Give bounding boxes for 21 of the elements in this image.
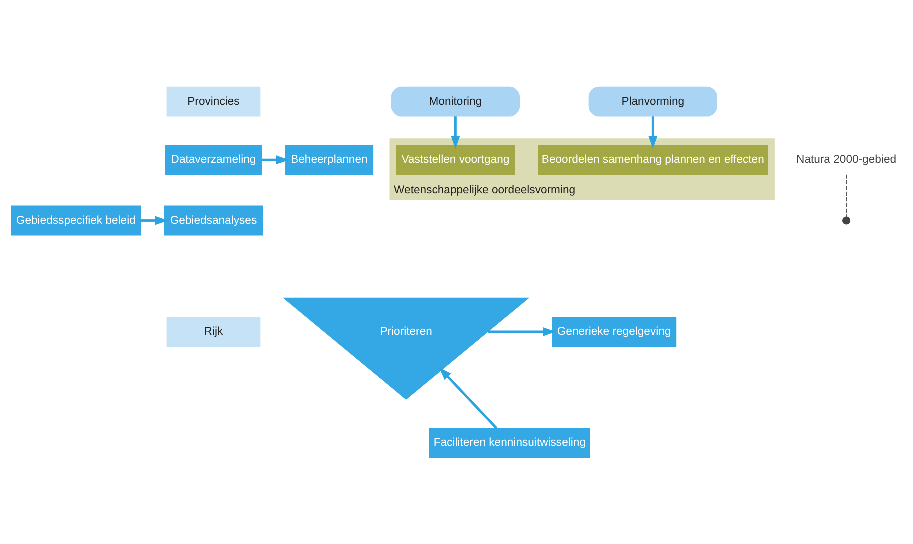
node-box: Planvorming bbox=[588, 86, 718, 116]
node-box: Faciliteren kenninsuitwisseling bbox=[429, 428, 590, 458]
connector bbox=[846, 174, 847, 217]
arrow bbox=[140, 216, 168, 225]
node-text: Natura 2000-gebied bbox=[796, 154, 897, 166]
node-circle bbox=[842, 216, 851, 224]
node-box: Beoordelen samenhang plannen en effecten bbox=[538, 144, 768, 175]
node-box: Generieke regelgeving bbox=[552, 316, 677, 346]
arrow bbox=[262, 155, 290, 164]
node-box: Beheerplannen bbox=[285, 144, 374, 175]
node-box: Rijk bbox=[166, 316, 261, 346]
node-box: Monitoring bbox=[391, 86, 520, 116]
node-box: Gebiedsanalyses bbox=[164, 205, 264, 236]
arrow bbox=[439, 367, 498, 429]
arrow bbox=[488, 326, 556, 336]
node-box: Vaststellen voortgang bbox=[396, 144, 516, 175]
node-box: Dataverzameling bbox=[165, 144, 262, 175]
arrow bbox=[648, 116, 658, 149]
arrow bbox=[451, 116, 460, 149]
node-box: Gebiedsspecifiek beleid bbox=[11, 205, 142, 236]
node-box: Provincies bbox=[166, 86, 261, 116]
